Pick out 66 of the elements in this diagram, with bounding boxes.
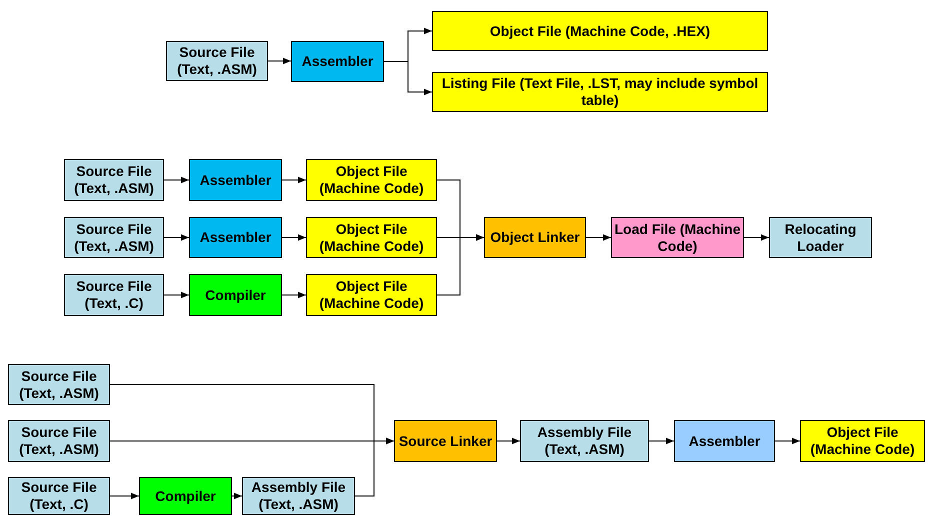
box-label: Source File (Text, .ASM) — [73, 163, 155, 197]
process-box — [394, 420, 497, 462]
arrow — [282, 176, 306, 184]
file-box — [306, 274, 437, 316]
process-box — [189, 159, 282, 201]
file-box — [166, 41, 268, 81]
box-label: Assembler — [688, 432, 760, 450]
file-box — [432, 11, 768, 51]
process-box — [139, 477, 232, 515]
file-box — [306, 159, 437, 201]
box-label: Object File (Machine Code) — [809, 424, 916, 458]
arrow — [282, 234, 306, 241]
process-box — [291, 41, 384, 82]
process-box — [484, 217, 586, 258]
box-label: Object Linker — [490, 229, 580, 246]
box-label: Source File (Text, .ASM) — [18, 424, 100, 458]
box-label: Assembly File (Text, .ASM) — [250, 479, 347, 513]
arrow — [436, 234, 484, 296]
arrow — [384, 61, 432, 96]
file-box — [242, 477, 355, 515]
file-box — [8, 364, 110, 405]
file-box — [8, 420, 110, 462]
box-label: Object File (Machine Code) — [318, 220, 425, 254]
file-box — [64, 159, 164, 201]
file-box — [432, 72, 768, 112]
box-label: Object File (Machine Code) — [318, 278, 425, 312]
arrow — [496, 438, 520, 444]
box-label: Assembler — [200, 229, 272, 246]
box-label: Source File (Text, .C) — [75, 278, 153, 312]
box-label: Relocating Loader — [784, 220, 858, 254]
arrow — [164, 292, 190, 298]
box-label: Assembler — [302, 53, 374, 70]
box-label: Compiler — [205, 286, 266, 304]
box-label: Listing File (Text File, .LST, may include symbol table) — [440, 75, 760, 109]
file-box — [800, 420, 925, 462]
file-box — [64, 217, 164, 258]
arrow — [282, 292, 306, 298]
file-box — [769, 217, 872, 258]
arrow — [354, 438, 394, 496]
box-label: Source File (Text, .C) — [20, 479, 98, 513]
box-label: Object File (Machine Code, .HEX) — [490, 22, 710, 40]
file-box — [64, 274, 164, 316]
box-label: Assembly File (Text, .ASM) — [536, 424, 633, 458]
arrow — [110, 492, 140, 500]
box-label: Compiler — [155, 488, 216, 504]
file-box — [520, 420, 649, 462]
arrow — [586, 234, 612, 241]
box-label: Object File (Machine Code) — [318, 163, 425, 197]
file-box — [306, 217, 437, 258]
box-label: Source File (Text, .ASM) — [18, 368, 100, 402]
arrow — [648, 438, 674, 444]
box-label: Assembler — [200, 172, 272, 188]
arrow — [164, 234, 190, 241]
arrow — [164, 176, 190, 184]
arrow — [774, 438, 800, 444]
box-label: Source Linker — [398, 432, 492, 450]
arrow — [268, 58, 292, 64]
box-label: Load File (Machine Code) — [613, 220, 742, 254]
box-label: Source File (Text, .ASM) — [73, 220, 155, 254]
process-box — [674, 420, 775, 462]
process-box — [189, 274, 282, 316]
file-box — [8, 477, 110, 515]
process-box — [189, 217, 282, 258]
box-label: Source File (Text, .ASM) — [176, 44, 258, 78]
arrow — [744, 234, 770, 241]
arrow — [232, 492, 242, 500]
